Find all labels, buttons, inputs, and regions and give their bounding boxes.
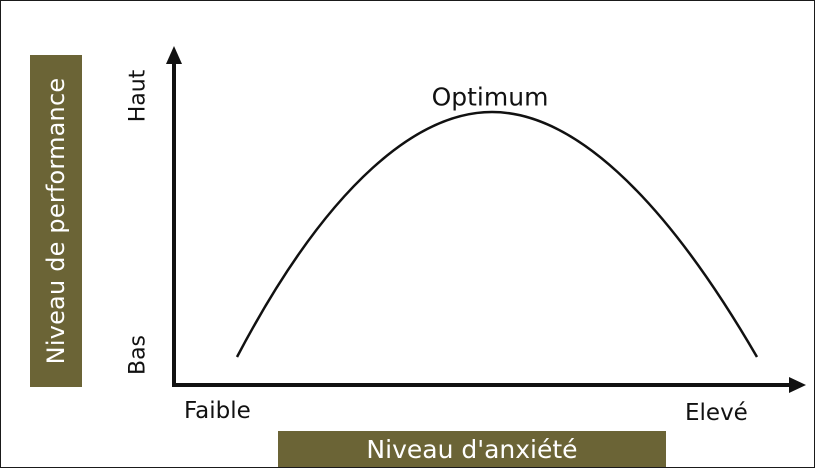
x-axis-title: Niveau d'anxiété [366, 434, 578, 464]
x-axis-arrowhead [789, 377, 806, 393]
x-tick-high: Elevé [685, 400, 748, 426]
y-axis-title-box [30, 55, 82, 387]
y-tick-low: Bas [125, 334, 151, 376]
performance-curve [235, 110, 759, 358]
y-axis-arrowhead [166, 46, 182, 64]
x-axis-title-box: Niveau d'anxiété [278, 431, 666, 467]
x-tick-low: Faible [184, 398, 251, 424]
y-tick-high: Haut [125, 69, 151, 123]
y-axis-title: Niveau de performance [42, 77, 70, 365]
peak-label: Optimum [431, 82, 549, 112]
